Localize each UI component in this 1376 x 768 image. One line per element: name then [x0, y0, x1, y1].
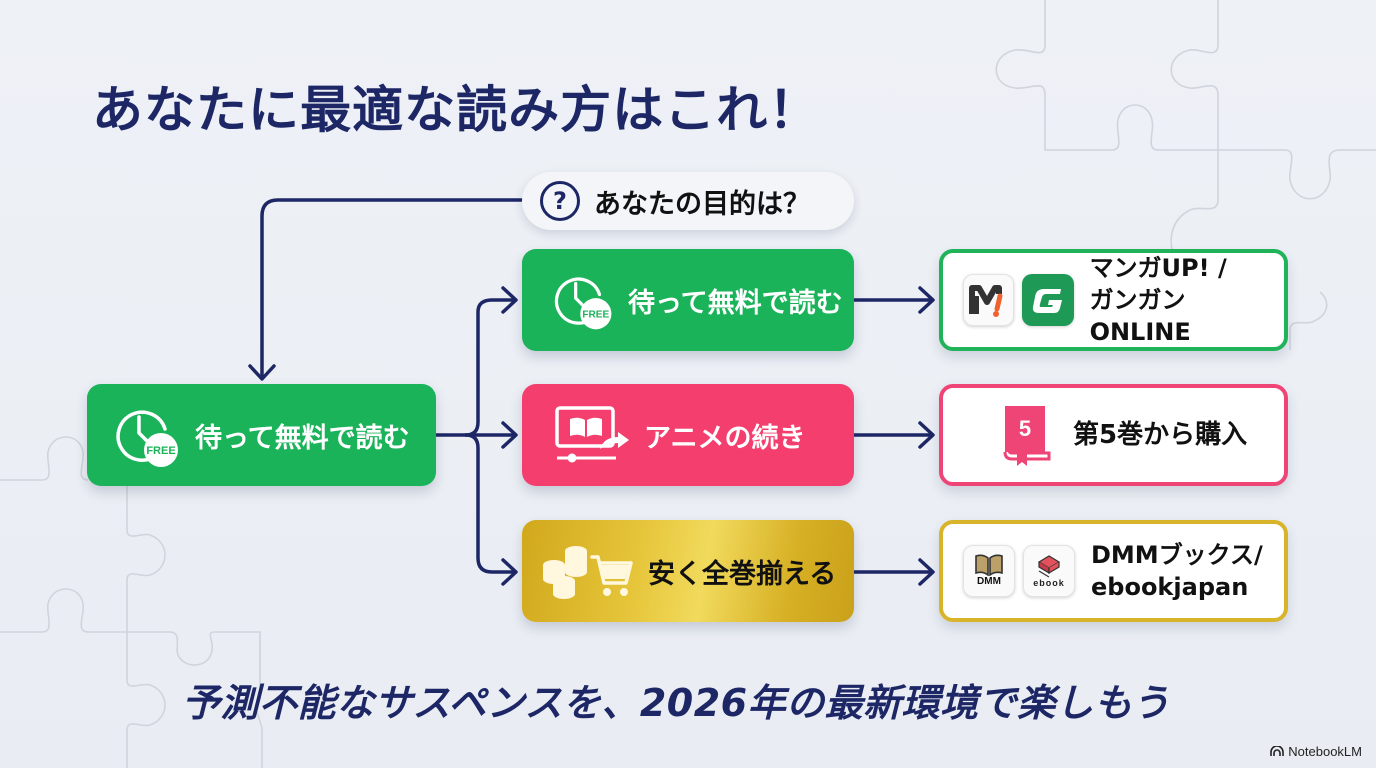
question-text: あなたの目的は？	[594, 188, 810, 220]
footer-tagline: 予測不能なサスペンスを、2026年の最新環境で楽しもう	[182, 681, 1170, 725]
branch-node-buy-all-cheap: 安く全巻揃える	[522, 520, 854, 622]
coins-cart-icon	[540, 541, 636, 601]
result-label-line2: ガンガンONLINE	[1089, 286, 1191, 346]
question-circle-icon: ?	[540, 181, 580, 221]
clock-free-icon: FREE	[111, 399, 183, 471]
result-buy-from-volume-5: 5 第5巻から購入	[939, 384, 1288, 486]
gangan-online-app-icon	[1022, 274, 1074, 326]
svg-text:5: 5	[1019, 416, 1031, 441]
result-label-line1: マンガUP! /	[1089, 254, 1227, 282]
start-node-wait-free: FREE 待って無料で読む	[87, 384, 436, 486]
notebooklm-logo-icon	[1270, 746, 1285, 756]
svg-text:FREE: FREE	[582, 309, 609, 320]
ebookjapan-app-icon: ebook	[1023, 545, 1075, 597]
branch-label: 安く全巻揃える	[648, 558, 837, 590]
branch-node-wait-free: FREE 待って無料で読む	[522, 249, 854, 351]
result-manga-up-gangan-online: マンガUP! / ガンガンONLINE	[939, 249, 1288, 351]
book-volume-5-icon: 5	[1003, 404, 1051, 466]
result-dmm-ebookjapan: DMM ebook DMMブックス/ ebookjapan	[939, 520, 1288, 622]
question-pill: ? あなたの目的は？	[522, 172, 854, 230]
result-label: マンガUP! / ガンガンONLINE	[1090, 252, 1284, 348]
screen-book-share-icon	[554, 405, 632, 465]
brand-name: NotebookLM	[1288, 744, 1362, 759]
manga-up-app-icon	[963, 274, 1015, 326]
branch-node-anime-continuation: アニメの続き	[522, 384, 854, 486]
ebook-logo-text: ebook	[1033, 577, 1065, 588]
result-label-line1: DMMブックス/	[1091, 541, 1263, 569]
notebooklm-brand: NotebookLM	[1270, 744, 1362, 759]
result-label-line2: ebookjapan	[1091, 573, 1249, 601]
branch-label: 待って無料で読む	[628, 287, 843, 319]
result-label: DMMブックス/ ebookjapan	[1091, 539, 1263, 603]
branch-label: アニメの続き	[644, 422, 806, 454]
clock-free-icon: FREE	[550, 267, 616, 333]
dmm-books-app-icon: DMM	[963, 545, 1015, 597]
dmm-logo-text: DMM	[977, 576, 1001, 587]
svg-text:FREE: FREE	[146, 445, 175, 457]
start-node-label: 待って無料で読む	[195, 422, 410, 454]
page-title: あなたに最適な読み方はこれ！	[92, 81, 821, 139]
result-label: 第5巻から購入	[1073, 420, 1248, 450]
